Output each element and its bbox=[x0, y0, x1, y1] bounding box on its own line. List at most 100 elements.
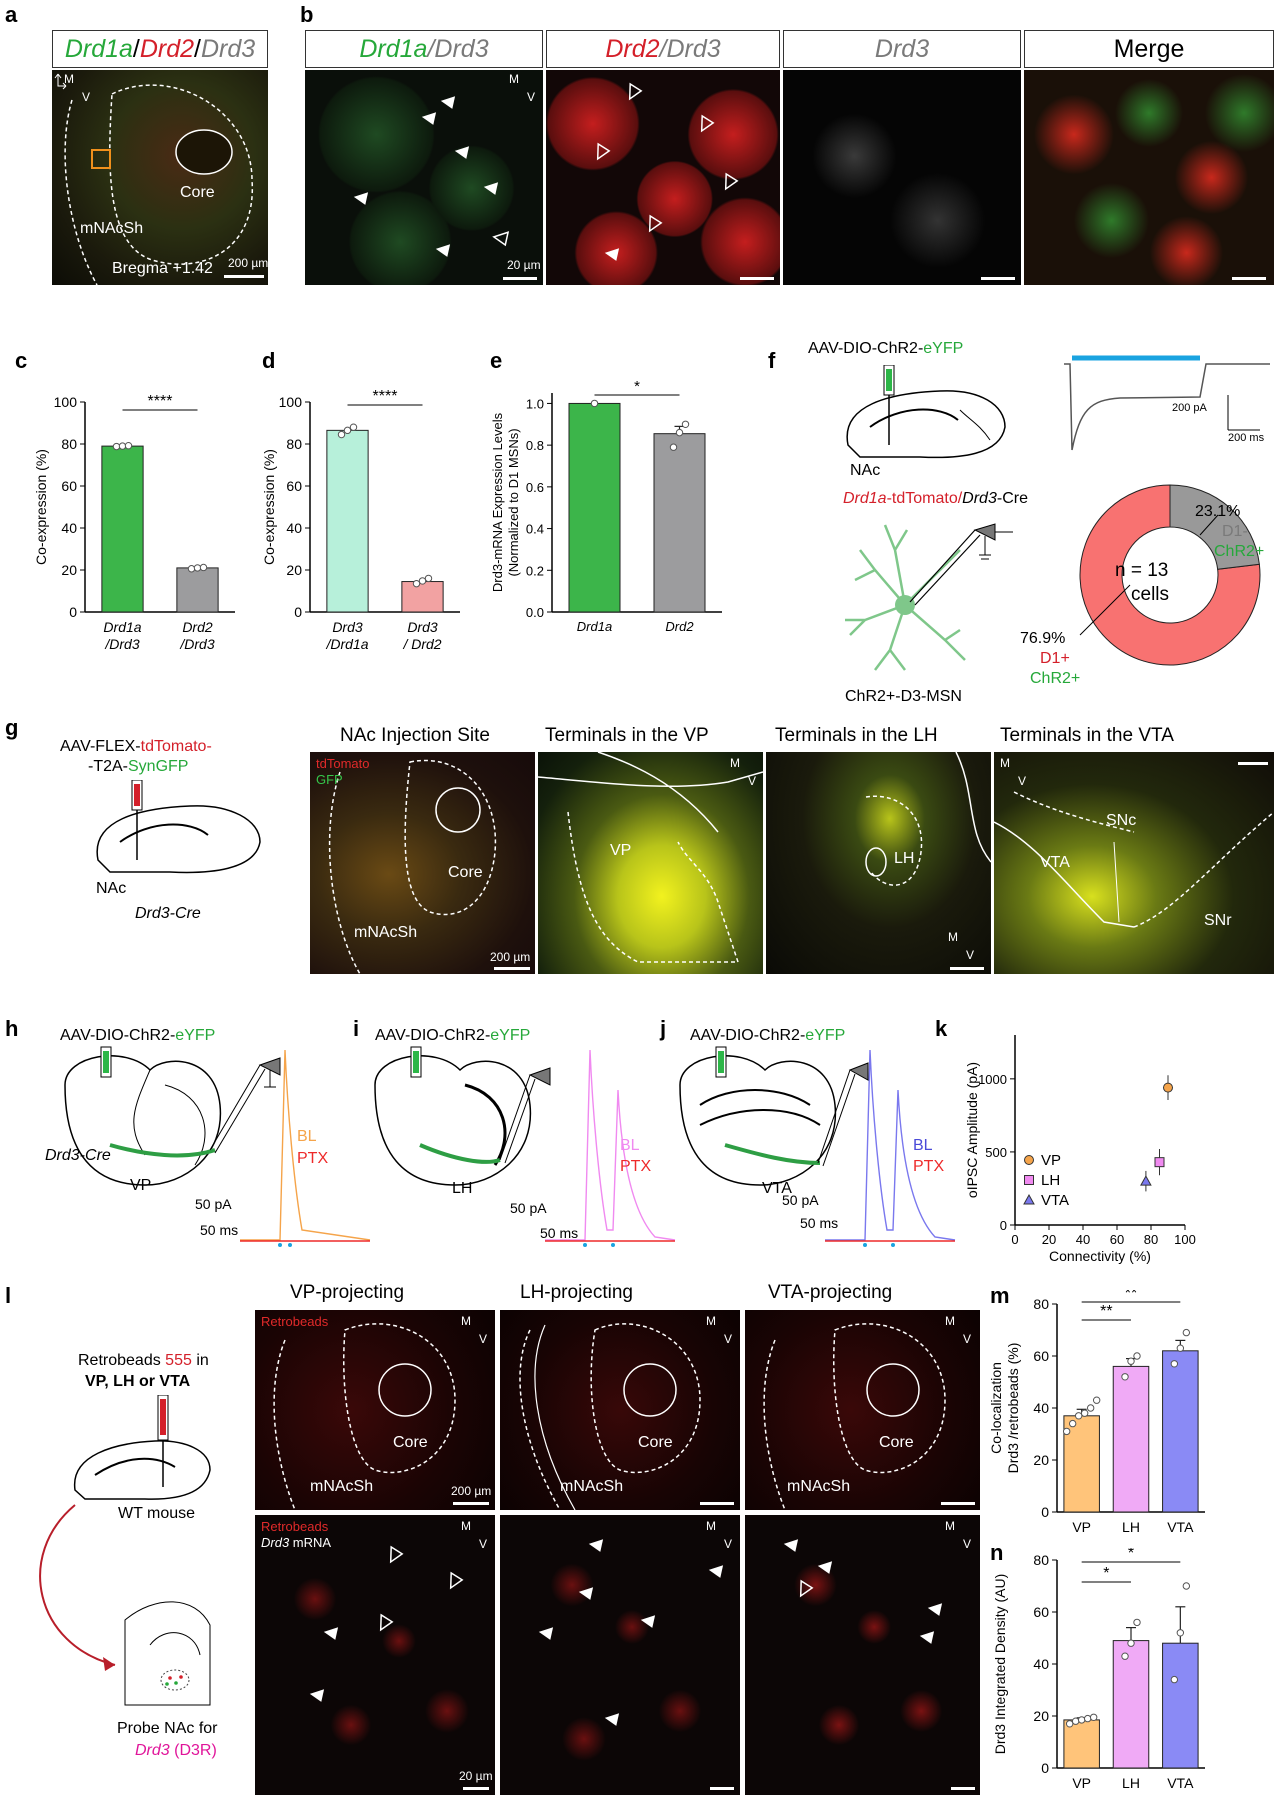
l-top-micro-1-overlay bbox=[273, 1323, 456, 1510]
scale-bar bbox=[1238, 762, 1268, 765]
light-pulse bbox=[278, 1243, 282, 1247]
orient-m: M bbox=[730, 756, 740, 770]
data-point bbox=[112, 442, 121, 451]
panel-b-header-2: Drd2/Drd3 bbox=[546, 30, 780, 68]
g-mouse-label: Drd3-Cre bbox=[135, 905, 201, 922]
panel-label-a: a bbox=[5, 2, 18, 27]
y-tick-label: 80 bbox=[1033, 1296, 1049, 1312]
f-current-trace bbox=[1064, 355, 1270, 451]
data-point bbox=[1176, 1344, 1185, 1352]
legend-marker bbox=[1024, 1155, 1034, 1165]
region-label: mNAcSh bbox=[310, 1478, 374, 1495]
orient-m: M bbox=[1000, 756, 1010, 770]
orient-v: V bbox=[963, 1537, 972, 1551]
pie-slice bbox=[1169, 484, 1260, 570]
l-beads-legend: Retrobeads bbox=[261, 1314, 329, 1329]
f-lab-small-1: D1- bbox=[1222, 523, 1248, 540]
panel-label-h: h bbox=[5, 1016, 19, 1041]
x-tick-label: Drd2 bbox=[182, 619, 213, 635]
significance-label: **** bbox=[148, 393, 173, 410]
scale-bar bbox=[700, 1502, 734, 1505]
snc-label: SNc bbox=[1106, 812, 1137, 829]
panel-a-header: Drd1a/Drd2/Drd3 bbox=[52, 30, 268, 68]
y-tick-label: 0 bbox=[294, 604, 302, 620]
y-tick-label: 40 bbox=[1033, 1400, 1049, 1416]
panel-label-i: i bbox=[353, 1016, 360, 1041]
scale-bar bbox=[981, 277, 1015, 280]
y-axis-title: Co-localization bbox=[988, 1362, 1004, 1454]
y-tick-label: 80 bbox=[286, 436, 302, 452]
header-drd1a: Drd1a bbox=[64, 34, 133, 63]
virus-text: AAV-DIO-ChR2- bbox=[690, 1027, 806, 1044]
legend-marker bbox=[1024, 1175, 1034, 1185]
orient-m: M bbox=[948, 930, 958, 944]
x-tick-label: Drd1a bbox=[103, 619, 141, 635]
data-point bbox=[1182, 1582, 1191, 1590]
f-lab-big-1: D1+ bbox=[1040, 650, 1070, 667]
data-point bbox=[1080, 1409, 1089, 1417]
scale-label: 20 µm bbox=[459, 1769, 493, 1783]
x-tick-label: Drd2 bbox=[665, 619, 694, 634]
y-tick-label: 80 bbox=[1033, 1552, 1049, 1568]
f-center-2: cells bbox=[1131, 584, 1170, 605]
significance-label: * bbox=[1128, 1548, 1134, 1562]
region-label: mNAcSh bbox=[354, 924, 418, 941]
header-drd3: Drd3 bbox=[201, 34, 256, 63]
data-point bbox=[1133, 1352, 1141, 1360]
orient-v: V bbox=[724, 1332, 733, 1346]
scale-label: 200 µm bbox=[451, 1484, 492, 1498]
bar bbox=[1162, 1642, 1199, 1769]
l-header-3: VTA-projecting bbox=[768, 1282, 893, 1303]
light-pulse bbox=[891, 1243, 895, 1247]
scale-bar bbox=[941, 1502, 975, 1505]
core-label: Core bbox=[879, 1434, 914, 1451]
beads-555: 555 bbox=[165, 1352, 192, 1369]
f-brain-sagittal bbox=[846, 365, 1006, 459]
panel-b-micro-3 bbox=[783, 70, 1021, 285]
l-top-micro-2: M V Core mNAcSh bbox=[500, 1310, 740, 1510]
bar bbox=[568, 402, 621, 613]
y-tick-label: 80 bbox=[61, 436, 77, 452]
l-bottom-micro-1: Retrobeads Drd3 mRNA M V 20 µm bbox=[255, 1515, 495, 1795]
core-label: Core bbox=[180, 184, 215, 201]
g-micro-4-overlay bbox=[994, 791, 1274, 928]
core-label: Core bbox=[638, 1434, 673, 1451]
f-neuron-diagram bbox=[845, 523, 1013, 671]
l-top-micro-1: Retrobeads M V Core mNAcSh 200 µm bbox=[255, 1310, 495, 1510]
probe-drd3: Drd3 bbox=[135, 1742, 170, 1759]
orient-v: V bbox=[966, 948, 975, 962]
header-drd2: Drd2 bbox=[605, 34, 660, 63]
i-ipsc-trace bbox=[545, 1049, 676, 1247]
data-point bbox=[1074, 1412, 1083, 1420]
x-tick-label: / Drd2 bbox=[402, 636, 441, 652]
l-beads-legend: Retrobeads bbox=[261, 1519, 329, 1534]
data-point bbox=[1071, 1717, 1080, 1725]
y-axis-title: Drd3 Integrated Density (AU) bbox=[992, 1574, 1008, 1755]
mouse-drd3: Drd3 bbox=[962, 490, 997, 507]
g-micro-2-overlay bbox=[538, 752, 763, 963]
y-tick-label: 1.0 bbox=[526, 396, 544, 411]
l-bottom-micro-2: M V bbox=[500, 1515, 740, 1795]
i-scale-pa: 50 pA bbox=[510, 1200, 547, 1216]
data-point bbox=[1062, 1427, 1071, 1436]
data-point bbox=[424, 574, 433, 583]
i-coronal-diagram bbox=[374, 1046, 551, 1186]
y-axis-title: oIPSC Amplitude (pA) bbox=[965, 1062, 980, 1198]
h-legend-bl: BL bbox=[297, 1128, 317, 1145]
bl-trace bbox=[545, 1049, 676, 1241]
x-tick-label: VP bbox=[1072, 1519, 1091, 1535]
orient-m: M bbox=[706, 1314, 716, 1328]
y-tick-label: 0.0 bbox=[526, 605, 544, 620]
data-point bbox=[118, 442, 127, 450]
virus-text: AAV-DIO-ChR2- bbox=[808, 340, 924, 357]
data-point bbox=[1133, 1618, 1141, 1627]
bar bbox=[1162, 1350, 1199, 1513]
y-axis-title: (Normalized to D1 MSNs) bbox=[506, 428, 521, 576]
point-lh bbox=[1154, 1157, 1165, 1168]
bl-trace bbox=[240, 1049, 371, 1241]
scale-bar bbox=[463, 1787, 489, 1790]
